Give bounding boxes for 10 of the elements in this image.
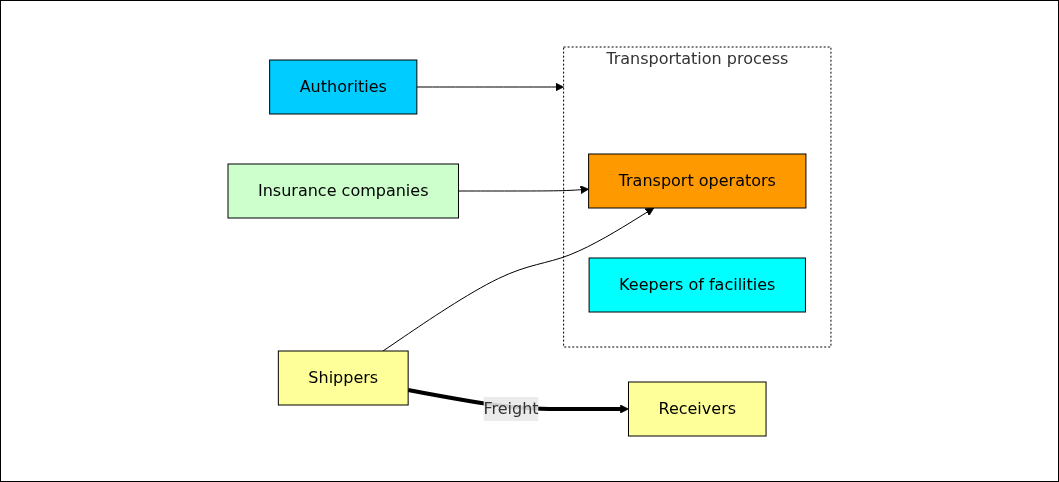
node-box: Shippers bbox=[277, 350, 409, 405]
edge-label: Freight bbox=[483, 398, 539, 418]
arrow bbox=[382, 207, 655, 351]
arrow bbox=[416, 82, 565, 91]
node-box: Receivers bbox=[628, 381, 767, 436]
node-box: Authorities bbox=[269, 59, 418, 114]
node-box: Keepers of facilities bbox=[588, 257, 806, 312]
node-box: Insurance companies bbox=[227, 163, 459, 218]
arrow bbox=[458, 184, 590, 194]
node-box: Transport operators bbox=[588, 153, 807, 208]
